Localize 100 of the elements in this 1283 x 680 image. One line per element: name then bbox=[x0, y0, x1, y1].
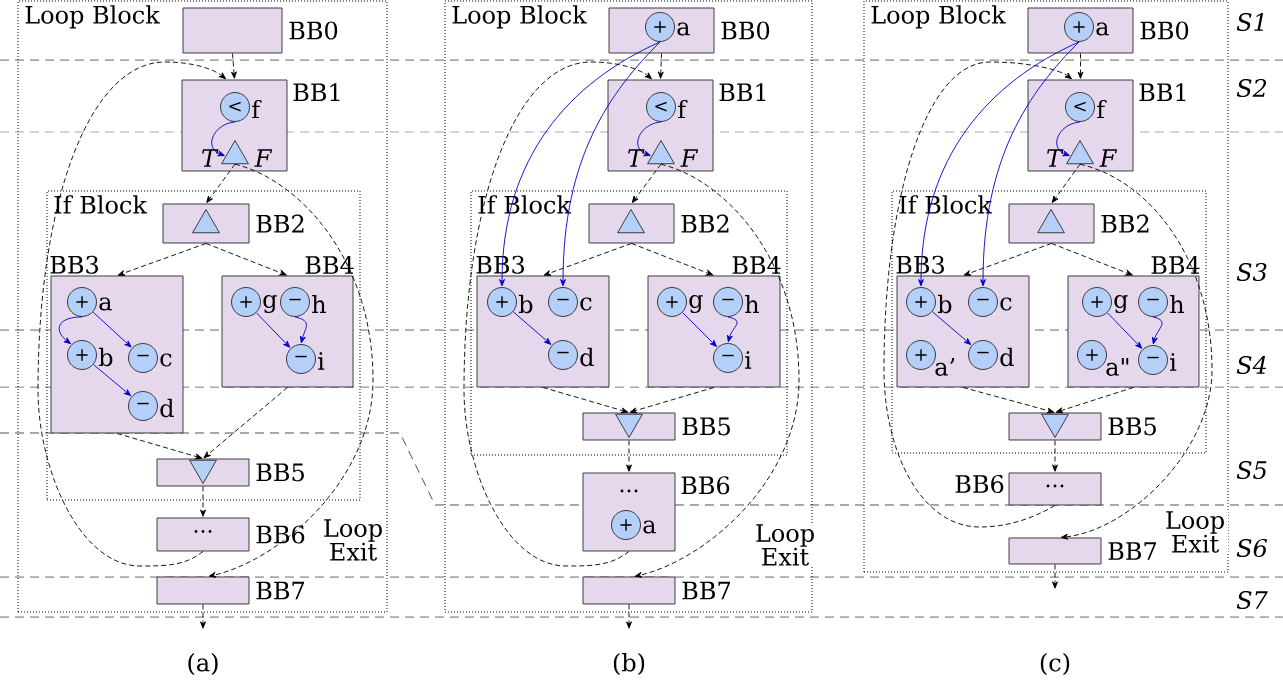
node-label: BB0 bbox=[721, 21, 770, 40]
node-label: BB3 bbox=[50, 255, 98, 274]
node-label: BB0 bbox=[1140, 21, 1189, 40]
data-flow-arrow bbox=[294, 316, 307, 344]
control-flow-arrow bbox=[883, 61, 1072, 528]
triangle bbox=[615, 413, 643, 438]
node-label: i bbox=[318, 352, 325, 370]
node-label: c bbox=[1000, 297, 1012, 311]
control-flow-arrow bbox=[1077, 53, 1084, 79]
node-label: i bbox=[745, 351, 752, 369]
node-label: BB6 bbox=[681, 476, 730, 495]
control-flow-arrow bbox=[1052, 440, 1058, 472]
node-label: f bbox=[1097, 99, 1107, 119]
node-label: b bbox=[937, 294, 952, 314]
data-flow-arrow bbox=[499, 41, 661, 287]
basic-block: BB2 bbox=[1008, 203, 1149, 244]
basic-block: BB2 bbox=[588, 203, 729, 244]
control-flow-arrow bbox=[1051, 243, 1133, 276]
control-flow-arrow bbox=[463, 61, 652, 567]
branch-label: F bbox=[680, 149, 699, 167]
panel-caption: (b) bbox=[613, 653, 645, 675]
control-flow-arrow bbox=[231, 53, 237, 79]
node-label: BB7 bbox=[256, 581, 305, 600]
control-flow-arrow bbox=[200, 604, 206, 629]
basic-block: BB5 bbox=[1008, 412, 1156, 441]
triangle bbox=[647, 140, 675, 165]
control-flow-arrow bbox=[543, 243, 632, 276]
control-flow-arrow bbox=[116, 433, 203, 460]
node-label: BB2 bbox=[1101, 214, 1149, 233]
control-flow-arrow bbox=[206, 163, 236, 203]
node-label: a bbox=[1096, 22, 1109, 36]
node-label: BB5 bbox=[682, 417, 730, 436]
stage-label: S1 bbox=[1236, 12, 1264, 32]
node-label: h bbox=[1170, 294, 1184, 314]
node-label: g bbox=[1114, 294, 1128, 314]
data-flow-arrow bbox=[682, 312, 717, 347]
control-flow-arrow bbox=[1055, 387, 1134, 414]
node-label: BB7 bbox=[1108, 542, 1157, 560]
stage-label: S2 bbox=[1236, 78, 1267, 98]
stage-label: S5 bbox=[1236, 460, 1267, 480]
basic-block: BB0 bbox=[182, 7, 338, 54]
control-flow-arrow bbox=[117, 243, 207, 276]
edge-label: Loop Exit bbox=[752, 523, 818, 567]
node-label: h bbox=[312, 294, 326, 314]
branch-label: T bbox=[628, 149, 645, 167]
node-label: f bbox=[252, 99, 262, 119]
node-label: a bbox=[643, 520, 656, 534]
node-label: BB1 bbox=[293, 83, 340, 102]
branch-label: F bbox=[1099, 149, 1118, 167]
control-flow-arrow bbox=[200, 486, 206, 517]
stage-label: S7 bbox=[1236, 590, 1268, 610]
node-label: BB1 bbox=[719, 83, 766, 102]
node-label: b bbox=[518, 294, 533, 314]
control-flow-arrow bbox=[631, 243, 714, 276]
control-flow-arrow bbox=[629, 387, 715, 414]
node-label: BB2 bbox=[256, 214, 304, 233]
control-flow-arrow bbox=[205, 243, 287, 276]
control-flow-arrow bbox=[657, 53, 664, 79]
basic-block: BB7 bbox=[1008, 537, 1156, 565]
control-flow-arrow bbox=[634, 163, 800, 578]
panel-caption: (a) bbox=[188, 653, 218, 675]
node-label: g bbox=[263, 294, 277, 314]
node-label: d bbox=[1000, 347, 1014, 367]
triangle bbox=[1066, 140, 1094, 165]
node-label: BB2 bbox=[681, 214, 729, 233]
control-flow-arrow bbox=[1060, 163, 1213, 540]
node-label: BB0 bbox=[289, 21, 338, 40]
triangle bbox=[1037, 209, 1065, 234]
data-flow-arrow bbox=[637, 121, 662, 157]
branch-label: T bbox=[1047, 149, 1064, 167]
control-flow-arrow bbox=[626, 604, 632, 629]
node-label: h bbox=[745, 294, 759, 314]
control-flow-arrow bbox=[1051, 163, 1081, 203]
data-flow-arrow bbox=[918, 41, 1080, 287]
branch-label: T bbox=[202, 149, 219, 167]
node-label: BB4 bbox=[732, 255, 781, 274]
node-label: BB6 bbox=[256, 525, 305, 544]
node-label: f bbox=[678, 99, 688, 119]
stage-label: S4 bbox=[1236, 355, 1267, 375]
node-label: BB5 bbox=[256, 463, 304, 482]
control-flow-arrow bbox=[626, 440, 632, 472]
data-flow-arrow bbox=[58, 316, 83, 345]
basic-block: BB7 bbox=[582, 576, 730, 605]
node-label: i bbox=[1170, 353, 1177, 371]
triangle bbox=[1041, 413, 1069, 438]
data-flow-arrow bbox=[931, 311, 972, 345]
stage-label: S6 bbox=[1236, 538, 1268, 558]
data-flow-arrow bbox=[560, 41, 661, 287]
basic-block: BB2 bbox=[162, 203, 304, 244]
node-label: d bbox=[160, 398, 174, 418]
data-flow-arrow bbox=[93, 364, 132, 397]
triangle bbox=[189, 459, 217, 484]
control-flow-arrow bbox=[203, 387, 288, 459]
control-flow-arrow bbox=[963, 243, 1052, 276]
node-label: a bbox=[99, 297, 112, 311]
control-flow-arrow bbox=[631, 163, 662, 203]
basic-block: BB5 bbox=[156, 458, 304, 487]
control-flow-arrow bbox=[542, 387, 629, 414]
triangle bbox=[221, 140, 249, 165]
node-label: BB6 bbox=[955, 474, 1004, 494]
